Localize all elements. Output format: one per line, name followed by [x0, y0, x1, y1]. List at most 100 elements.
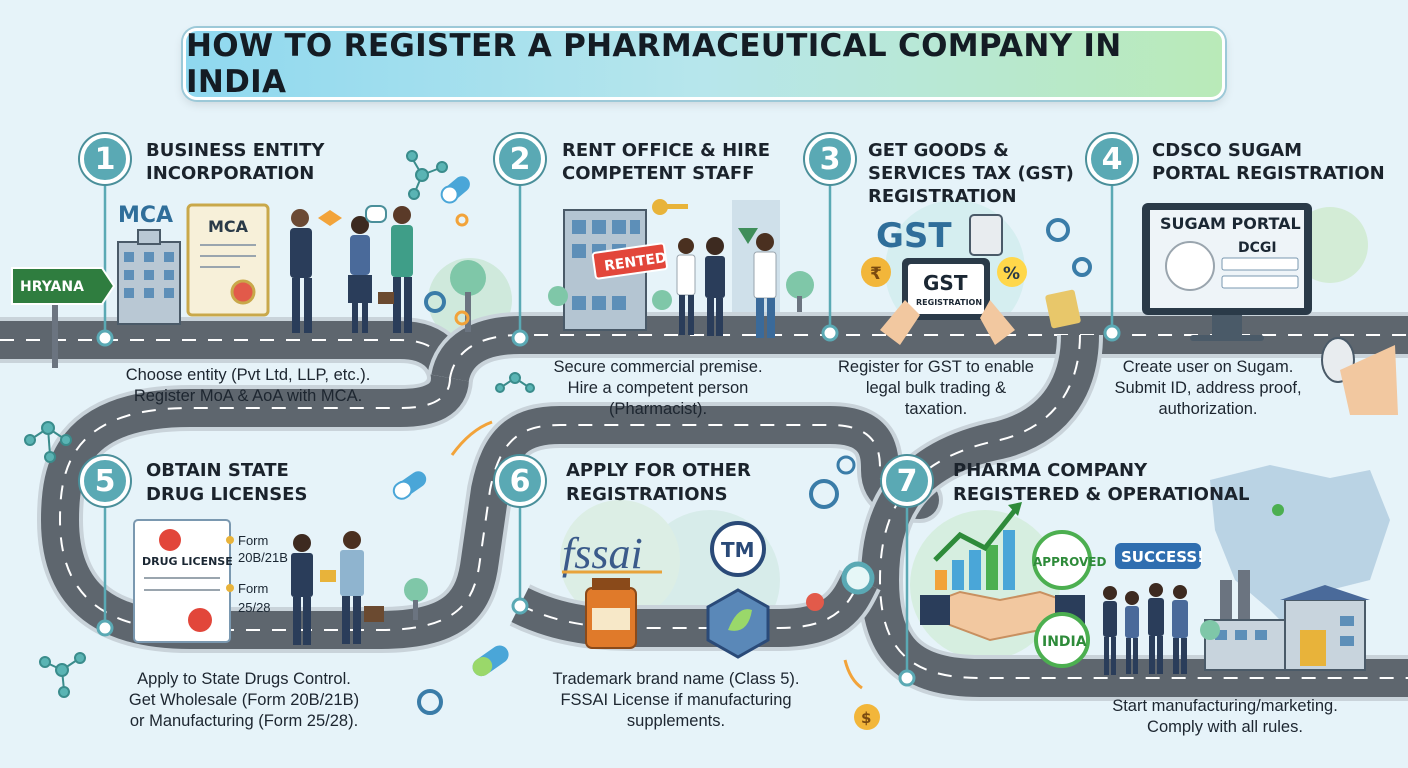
step3-title-line2: SERVICES TAX (GST) — [868, 163, 1074, 184]
step1-desc-line2: Register MoA & AoA with MCA. — [134, 387, 362, 405]
trademark-icon — [710, 521, 766, 577]
sugam-portal-label: SUGAM PORTAL — [1160, 214, 1301, 233]
step6-title-line2: REGISTRATIONS — [566, 484, 728, 505]
gear-icon — [424, 291, 446, 313]
hand-icon — [1340, 345, 1398, 415]
staff-people — [676, 233, 777, 338]
svg-text:%: % — [1003, 264, 1020, 284]
step5-desc-line2: Get Wholesale (Form 20B/21B) — [129, 691, 359, 709]
gear-icon — [417, 689, 443, 715]
step2-title-line2: COMPETENT STAFF — [562, 163, 754, 184]
seal-icon — [230, 279, 256, 305]
username-field — [1221, 257, 1299, 271]
medical-cross-icon — [159, 529, 181, 551]
step3-desc-line1: Register for GST to enable — [838, 358, 1034, 376]
page-title: HOW TO REGISTER A PHARMACEUTICAL COMPANY… — [186, 28, 1122, 100]
rupee-coin-icon — [861, 257, 891, 287]
step2-desc-line1: Secure commercial premise. — [553, 358, 762, 376]
step1-illustration: HRYANA MCA MCA — [11, 150, 486, 368]
arrow-icon — [843, 659, 863, 690]
officer-people — [291, 531, 384, 645]
step-headings: BUSINESS ENTITY INCORPORATION RENT OFFIC… — [146, 140, 1385, 505]
growth-chart-icon — [933, 502, 1022, 590]
approved-stamp — [1032, 530, 1092, 590]
svg-text:INDIA: INDIA — [1042, 634, 1087, 650]
rented-sign: RENTED — [591, 242, 668, 280]
step-badge-4: 4 — [1087, 134, 1137, 184]
step5-desc-line3: or Manufacturing (Form 25/28). — [130, 712, 358, 730]
step7-illustration: APPROVED INDIA SUCCESS! — [920, 465, 1390, 675]
molecule-icon — [39, 652, 86, 698]
mortar-icon — [738, 228, 758, 244]
dcgi-label: DCGI — [1238, 240, 1277, 256]
emblem-icon — [1165, 241, 1215, 291]
tree-icon — [404, 578, 428, 602]
money-icon — [1045, 289, 1081, 329]
people-handshake — [290, 206, 413, 333]
step4-desc-line2: Submit ID, address proof, — [1114, 379, 1301, 397]
svg-text:APPROVED: APPROVED — [1033, 555, 1106, 569]
step3-illustration: GST ₹ % GST REGISTRATION — [861, 214, 1092, 345]
step3-title-line3: REGISTRATION — [868, 186, 1017, 207]
medical-cross-icon — [188, 608, 212, 632]
road-sign — [11, 267, 116, 305]
gst-big-label: GST — [876, 216, 952, 256]
step-descriptions: Choose entity (Pvt Ltd, LLP, etc.). Regi… — [126, 358, 1338, 736]
step6-desc-line1: Trademark brand name (Class 5). — [553, 670, 800, 688]
mca-cert-label: MCA — [208, 217, 249, 236]
step-badge-5: 5 — [80, 456, 130, 506]
svg-text:TM: TM — [721, 538, 755, 562]
tree-icon — [652, 290, 672, 310]
svg-text:REGISTRATION: REGISTRATION — [916, 298, 982, 307]
step6-illustration: fssai TM $ — [562, 455, 880, 730]
form-b-value: 25/28 — [238, 600, 271, 615]
arrow-icon — [450, 420, 493, 456]
step-badge-3: 3 — [805, 134, 855, 184]
step1-title-line1: BUSINESS ENTITY — [146, 140, 325, 161]
step3-title-line1: GET GOODS & — [868, 140, 1009, 161]
hand-icon — [880, 300, 920, 345]
road-markers — [96, 324, 1121, 687]
gear-icon — [1072, 257, 1092, 277]
coin-icon — [854, 704, 880, 730]
step2-title-line1: RENT OFFICE & HIRE — [562, 140, 770, 161]
form-a-label: Form — [238, 533, 268, 548]
svg-text:₹: ₹ — [870, 264, 882, 284]
molecule-icon — [406, 150, 448, 200]
india-map — [1210, 465, 1390, 640]
success-banner — [1115, 543, 1201, 569]
step7-desc-line1: Start manufacturing/marketing. — [1112, 697, 1338, 715]
tree-icon — [450, 260, 486, 296]
step7-desc-line2: Comply with all rules. — [1147, 718, 1303, 736]
step4-title-line1: CDSCO SUGAM — [1152, 140, 1302, 161]
key-icon — [652, 199, 688, 215]
capsule-icon — [392, 471, 427, 500]
gear-icon — [1046, 218, 1070, 242]
svg-text:$: $ — [861, 709, 871, 727]
step7-title-line1: PHARMA COMPANY — [953, 460, 1148, 481]
molecule-icon — [24, 421, 72, 463]
step1-title-line2: INCORPORATION — [146, 163, 314, 184]
drug-license-doc — [133, 519, 231, 643]
form-a-value: 20B/21B — [238, 550, 288, 565]
form-b-label: Form — [238, 581, 268, 596]
location-pin-icon — [1272, 504, 1284, 516]
step5-title-line2: DRUG LICENSES — [146, 484, 307, 505]
gear-icon — [809, 479, 839, 509]
india-stamp — [1034, 612, 1090, 668]
step-badge-6: 6 — [495, 456, 545, 506]
svg-text:DRUG LICENSE: DRUG LICENSE — [142, 555, 233, 568]
percent-icon — [997, 257, 1027, 287]
step-badge-2: 2 — [495, 134, 545, 184]
step2-desc-line2: Hire a competent person — [568, 379, 749, 397]
step4-title-line2: PORTAL REGISTRATION — [1152, 163, 1385, 184]
step3-desc-line3: taxation. — [905, 400, 967, 418]
road-sign-text: HRYANA — [20, 279, 84, 295]
step2-desc-line3: (Pharmacist). — [609, 400, 707, 418]
step2-illustration: RENTED — [548, 199, 814, 338]
step7-title-line2: REGISTERED & OPERATIONAL — [953, 484, 1249, 505]
mca-building-label: MCA — [118, 203, 173, 228]
step4-illustration: SUGAM PORTAL DCGI — [1142, 203, 1398, 415]
capsule-icon — [440, 176, 470, 204]
handshake-icon — [318, 210, 342, 226]
